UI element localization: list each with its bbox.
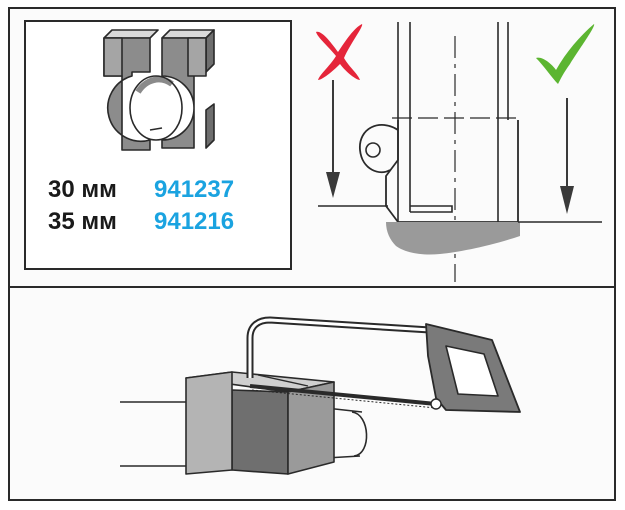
hacksaw-cutting-drawing <box>120 316 521 475</box>
size-row-30mm: 30 мм 941237 <box>48 176 234 204</box>
part-number-label: 941237 <box>154 176 235 203</box>
cross-mark-icon <box>316 24 363 80</box>
clamp-block-inset <box>24 20 292 270</box>
cut-position-diagram <box>318 22 602 282</box>
check-mark-icon <box>536 24 595 84</box>
tube-diameter-label: 35 мм <box>48 208 117 235</box>
panel-divider <box>8 286 616 288</box>
wrong-position-arrow <box>326 80 340 198</box>
size-row-35mm: 35 мм 941216 <box>48 208 234 236</box>
correct-position-arrow <box>560 98 574 214</box>
split-clamp-block-drawing <box>103 29 215 151</box>
part-number-label: 941216 <box>154 208 235 235</box>
tube-diameter-label: 30 мм <box>48 176 117 203</box>
